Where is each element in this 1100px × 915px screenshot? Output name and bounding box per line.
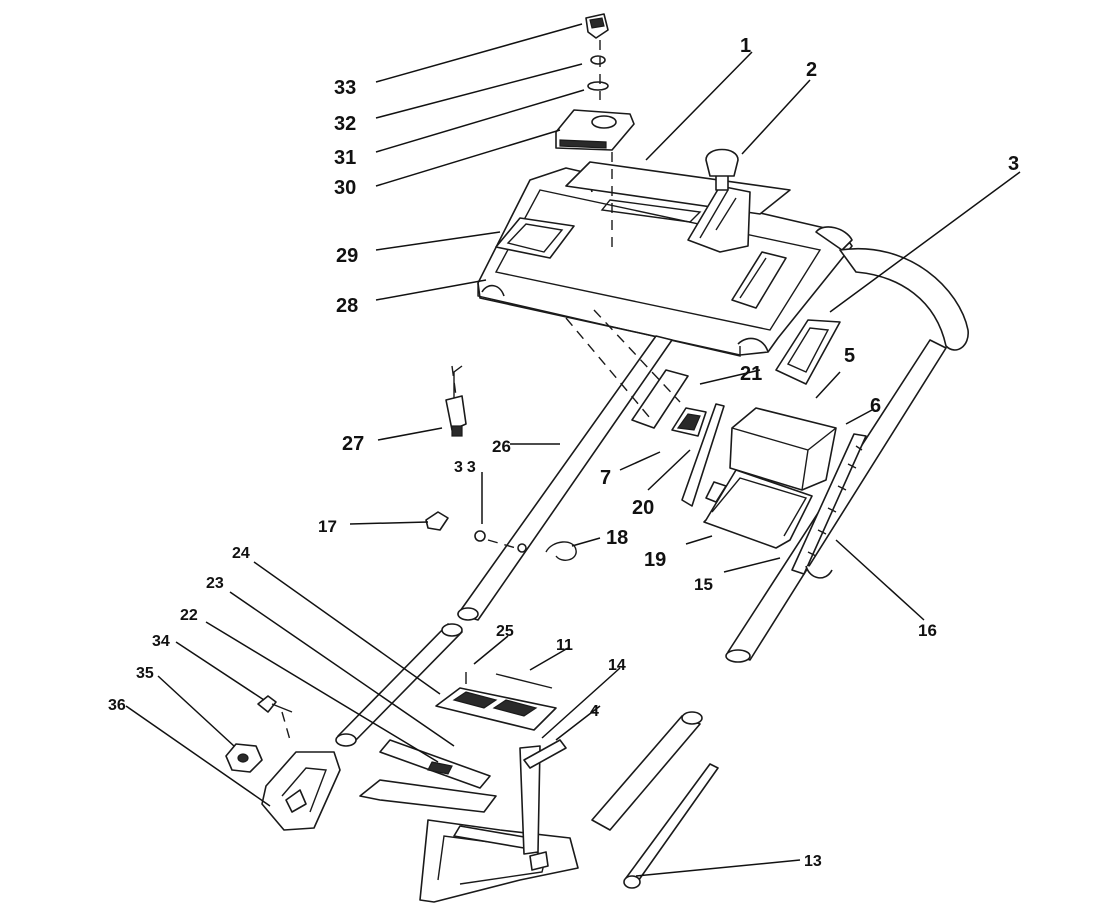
washer-33 xyxy=(474,530,486,542)
bolt xyxy=(495,673,553,689)
callout-27: 27 xyxy=(342,433,364,455)
callout-30: 30 xyxy=(334,177,356,199)
wire-harness xyxy=(791,433,867,579)
cap-17 xyxy=(425,511,449,531)
callout-33: 33 xyxy=(334,77,356,99)
battery xyxy=(729,407,837,491)
lower-left-tube xyxy=(337,623,463,745)
callout-22: 22 xyxy=(180,607,198,624)
console-pad xyxy=(495,217,575,259)
knob xyxy=(225,743,263,773)
callout-35: 35 xyxy=(136,665,154,682)
callout-20: 20 xyxy=(632,497,654,519)
pin xyxy=(517,543,527,553)
callout-34: 34 xyxy=(152,633,170,650)
callout-4: 4 xyxy=(590,703,599,720)
callout-23: 23 xyxy=(206,575,224,592)
callout-5: 5 xyxy=(844,345,855,367)
callout-19: 19 xyxy=(644,549,666,571)
left-handle-tube xyxy=(457,335,673,621)
hairpin-clip xyxy=(545,541,577,561)
callout-15: 15 xyxy=(694,575,713,594)
callout-16: 16 xyxy=(918,621,937,640)
nut xyxy=(590,55,606,65)
plug xyxy=(445,365,467,437)
callout-13: 13 xyxy=(804,853,822,870)
hitch-cover xyxy=(555,109,635,151)
pivot-bracket xyxy=(261,751,341,831)
washer xyxy=(587,81,609,91)
callout-28: 28 xyxy=(336,295,358,317)
strap xyxy=(681,403,725,507)
mower-frame xyxy=(359,779,579,903)
shoulder-bolt xyxy=(257,695,293,713)
switch xyxy=(671,407,707,437)
lower-right-tube xyxy=(591,711,703,831)
callout-18: 18 xyxy=(606,527,628,549)
callout-21: 21 xyxy=(740,363,762,385)
callout-24: 24 xyxy=(232,545,250,562)
callout-29: 29 xyxy=(336,245,358,267)
hitch-plate xyxy=(435,687,557,731)
callout-26: 26 xyxy=(492,437,511,456)
callout-17: 17 xyxy=(318,517,337,536)
callout-3: 3 xyxy=(1008,153,1019,175)
callout-25: 25 xyxy=(496,623,514,640)
tether-key xyxy=(585,13,609,39)
battery-tray xyxy=(703,469,813,549)
callout-33-lower: 33 xyxy=(454,459,480,476)
leader-lines xyxy=(125,23,1021,877)
mounting-bar xyxy=(379,739,491,789)
callout-11: 11 xyxy=(556,637,573,654)
callout-2: 2 xyxy=(806,59,817,81)
callout-31: 31 xyxy=(334,147,356,169)
control-rod xyxy=(623,763,719,889)
callout-labels: 1 2 3 4 5 6 7 11 13 14 15 16 17 18 19 20… xyxy=(108,35,1019,870)
callout-36: 36 xyxy=(108,697,126,714)
lift-rod xyxy=(519,745,541,855)
callout-32: 32 xyxy=(334,113,356,135)
callout-14: 14 xyxy=(608,657,626,674)
callout-1: 1 xyxy=(740,35,751,57)
bracket-plate xyxy=(775,319,841,385)
shift-lever xyxy=(687,148,751,253)
callout-6: 6 xyxy=(870,395,881,417)
callout-7: 7 xyxy=(600,467,611,489)
